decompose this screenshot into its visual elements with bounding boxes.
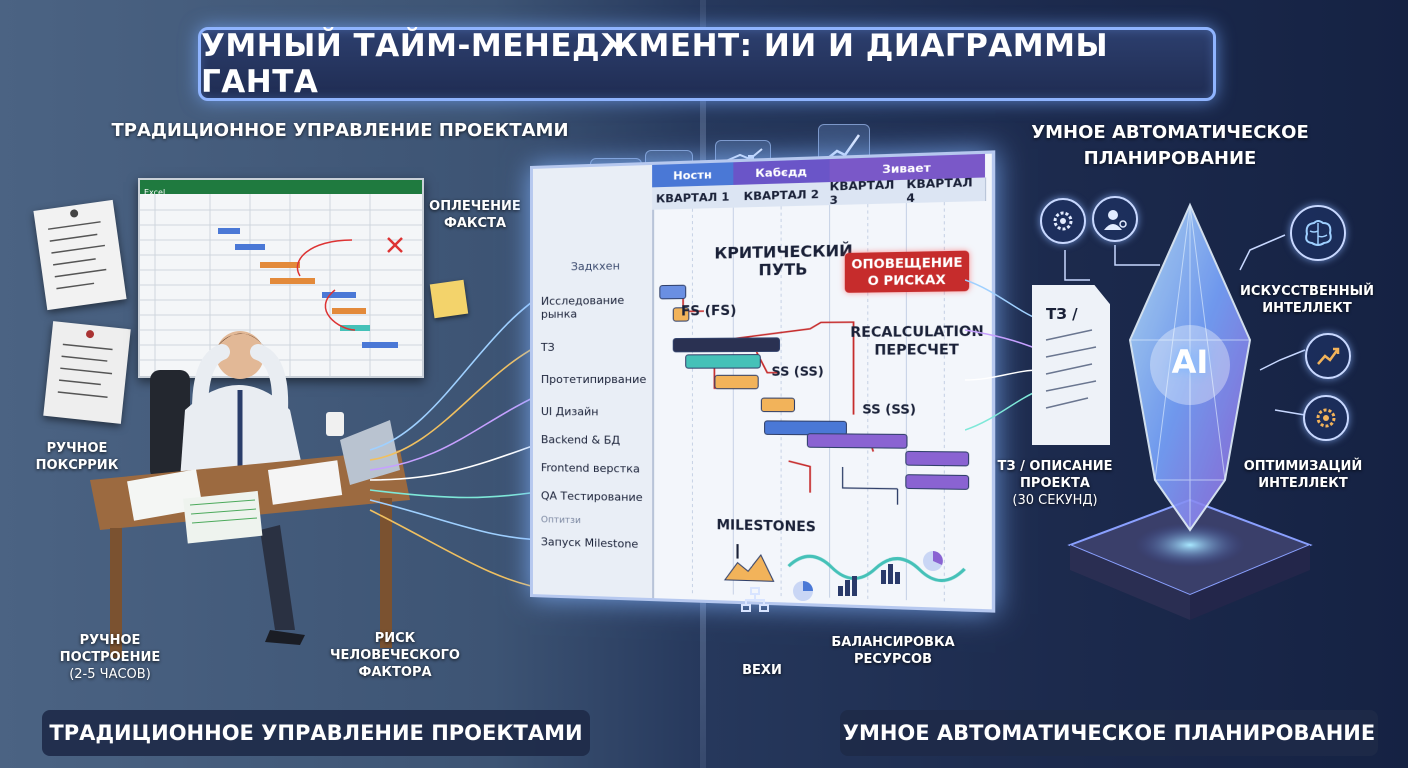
task-row: QA Тестирование <box>540 489 643 505</box>
critical-path-label: КРИТИЧЕСКИЙ ПУТЬ <box>714 241 853 280</box>
quarter-header: КВАРТАЛ 4 <box>906 176 987 205</box>
trend-up-icon <box>1305 333 1351 379</box>
gear-icon <box>1040 198 1086 244</box>
manual-calc-label: РУЧНОЕ ПОКСРРИК <box>35 441 119 473</box>
bar-chart-icon <box>881 564 900 584</box>
stressed-manager-illustration <box>90 331 410 658</box>
gantt-bar <box>672 337 781 353</box>
task-row: Backend & БД <box>540 433 621 447</box>
data-flow-lines <box>369 289 551 591</box>
hierarchy-icon <box>741 587 769 612</box>
gantt-bar <box>714 374 759 390</box>
gantt-top-header: Ностн <box>652 162 734 188</box>
right-bottom-banner: УМНОЕ АВТОМАТИЧЕСКОЕ ПЛАНИРОВАНИЕ <box>840 710 1378 756</box>
gantt-bar <box>905 450 970 467</box>
connector-lines <box>1064 234 1306 416</box>
mini-charts-strip <box>652 532 987 604</box>
gantt-chart-board: Задкхен Исследование рынка ТЗ Протетипир… <box>530 150 996 613</box>
task-row: Frontend верстка <box>540 461 640 476</box>
left-bottom-banner: ТРАДИЦИОННОЕ УПРАВЛЕНИЕ ПРОЕКТАМИ <box>42 710 590 756</box>
gear-icon <box>1303 395 1349 441</box>
paper-sheet-icon <box>33 199 127 311</box>
bar-chart-icon <box>838 576 857 596</box>
human-risk-label: РИСК ЧЕЛОВЕЧЕСКОГО ФАКТОРА <box>330 631 460 680</box>
task-column: Задкхен Исследование рынка ТЗ Протетипир… <box>532 164 655 599</box>
task-row: Исследование рынка <box>540 293 625 321</box>
excel-spreadsheet: Excel <box>138 178 424 378</box>
document-label: ТЗ / <box>1046 305 1078 323</box>
resource-balancing-label: БАЛАНСИРОВКА РЕСУРСОВ <box>831 635 955 667</box>
pie-chart-icon <box>923 551 943 571</box>
optimization-label: ОПТИМИЗАЦИЙ ИНТЕЛЛЕКТ <box>1243 459 1363 491</box>
project-document-icon: ТЗ / <box>1032 285 1110 445</box>
task-row: UI Дизайн <box>540 405 599 419</box>
pie-chart-icon <box>793 581 813 601</box>
excel-tab-label: Excel <box>144 188 166 197</box>
task-row: Запуск Milestone <box>540 535 639 551</box>
quarter-header: КВАРТАЛ 2 <box>733 182 831 208</box>
recalculation-label: RECALCULATION ПЕРЕСЧЕТ <box>850 324 984 359</box>
gantt-bar <box>659 284 687 300</box>
task-row: Оптитзи <box>540 515 581 527</box>
gantt-bar <box>685 354 761 369</box>
brain-icon <box>1290 205 1346 261</box>
milestones-caption: ВЕХИ <box>742 663 782 678</box>
ai-crystal-illustration <box>1067 202 1313 620</box>
gantt-bar <box>760 397 796 413</box>
left-header: ТРАДИЦИОННОЕ УПРАВЛЕНИЕ ПРОЕКТАМИ <box>111 120 569 141</box>
excel-toolbar: Excel <box>140 180 422 197</box>
gantt-bar <box>905 474 970 490</box>
manual-build-label: РУЧНОЕ ПОСТРОЕНИЕ (2-5 ЧАСОВ) <box>59 633 161 682</box>
task-row: Протетипирвание <box>540 372 647 387</box>
fact-label: ОПЛЕЧЕНИЕ ФАКСТА <box>429 199 521 231</box>
user-settings-icon <box>1092 196 1138 242</box>
ss-dependency-label: SS (SS) <box>862 402 917 418</box>
project-description-label: ТЗ / ОПИСАНИЕ ПРОЕКТА (30 СЕКУНД) <box>997 459 1113 508</box>
gantt-top-header: Кабєдд <box>733 159 830 185</box>
right-header: УМНОЕ АВТОМАТИЧЕСКОЕ ПЛАНИРОВАНИЕ <box>1031 122 1309 169</box>
title-banner: УМНЫЙ ТАЙМ-МЕНЕДЖМЕНТ: ИИ И ДИАГРАММЫ ГА… <box>198 27 1216 101</box>
tasks-header: Задкхен <box>570 259 620 274</box>
risk-alert-badge: ОПОВЕЩЕНИЕ О РИСКАХ <box>844 250 970 293</box>
ai-label: ИСКУССТВЕННЫЙ ИНТЕЛЛЕКТ <box>1240 284 1374 316</box>
ss-dependency-label: SS (SS) <box>771 364 824 379</box>
task-row: ТЗ <box>540 340 555 354</box>
page-title: УМНЫЙ ТАЙМ-МЕНЕДЖМЕНТ: ИИ И ДИАГРАММЫ ГА… <box>201 28 1109 100</box>
paper-sheet-icon <box>43 321 131 424</box>
gantt-bar <box>806 433 908 449</box>
ai-core-text: AI <box>1171 343 1209 381</box>
quarter-header: КВАРТАЛ 3 <box>829 178 908 207</box>
quarter-header: КВАРТАЛ 1 <box>652 184 735 210</box>
fs-dependency-label: FS (FS) <box>681 303 737 320</box>
